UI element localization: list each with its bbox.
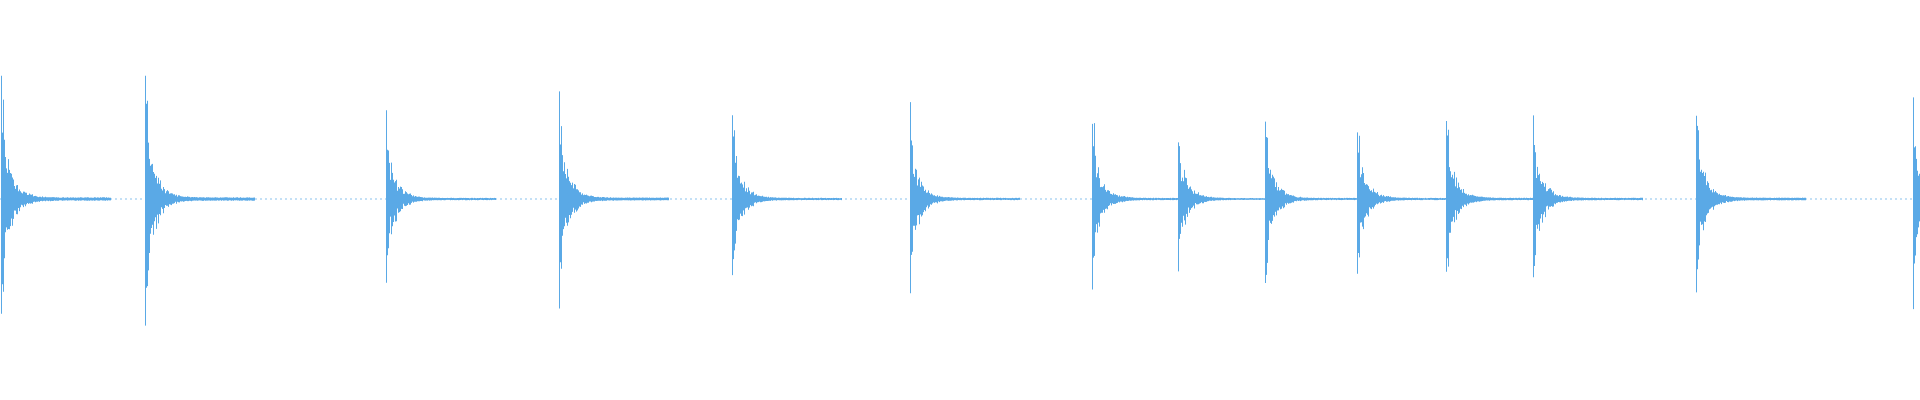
- transient-peak: [1913, 97, 1920, 310]
- transient-peak: [559, 91, 669, 309]
- transient-peak: [1265, 121, 1375, 283]
- transient-peak: [1446, 121, 1556, 272]
- waveform-transients: [1, 75, 1920, 326]
- transient-peak: [732, 115, 842, 276]
- transient-peak: [910, 102, 1020, 294]
- transient-peak: [1533, 115, 1643, 278]
- transient-peak: [1, 75, 111, 314]
- transient-peak: [1696, 115, 1806, 293]
- transient-peak: [386, 110, 496, 283]
- transient-peak: [145, 75, 255, 326]
